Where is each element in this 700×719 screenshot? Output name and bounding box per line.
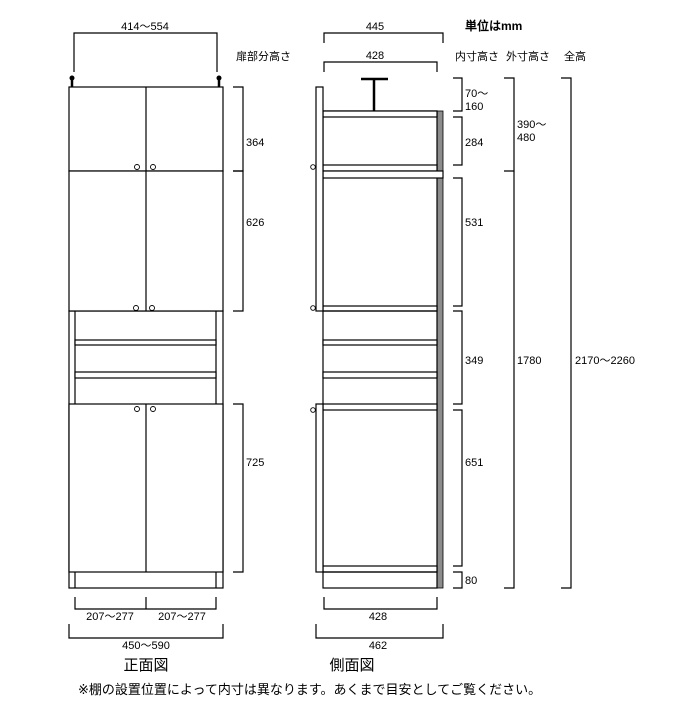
top-width-label: 414～554 [121, 21, 169, 33]
bottom-depth-outer: 462 [369, 640, 387, 652]
dimension-bracket [453, 116, 463, 166]
door-width-dimension [74, 597, 217, 610]
inner-height: 70～ [465, 88, 488, 100]
front-shelf [74, 371, 217, 379]
depth-dimension-outer [323, 32, 444, 43]
tension-pole-icon [69, 75, 222, 87]
unit-label: 単位はmm [465, 18, 522, 33]
tension-pole-icon [361, 77, 388, 111]
total-height-header: 全高 [564, 49, 586, 63]
door-width-left: 207～277 [86, 611, 134, 623]
inner-height: 284 [465, 137, 483, 149]
door-height-1: 364 [246, 137, 264, 149]
inner-height: 531 [465, 217, 483, 229]
top-depth-outer: 445 [366, 21, 384, 33]
total-width-label: 450～590 [122, 640, 170, 652]
depth-dimension-outer-bottom [315, 624, 444, 639]
inner-height: 160 [465, 101, 483, 113]
door-height-3: 725 [246, 457, 264, 469]
top-depth-inner: 428 [366, 50, 384, 62]
footnote: ※棚の設置位置によって内寸は異なります。あくまで目安としてご覧ください。 [78, 682, 541, 697]
bottom-depth-inner: 428 [369, 611, 387, 623]
outer-height: 480 [517, 132, 535, 144]
depth-dimension-inner [323, 61, 438, 72]
dimension-bracket [233, 86, 244, 172]
inner-height: 349 [465, 355, 483, 367]
dimension-bracket [504, 77, 515, 172]
top-width-dimension [73, 32, 218, 72]
side-view-title: 側面図 [329, 657, 374, 674]
inner-height-header: 内寸高さ [455, 49, 499, 63]
depth-dimension-inner-bottom [323, 597, 438, 610]
inner-height: 80 [465, 575, 477, 587]
dimension-bracket [453, 177, 463, 307]
side-carcass [322, 110, 438, 589]
door-width-right: 207～277 [158, 611, 206, 623]
dimension-bracket [453, 310, 463, 405]
total-width-dimension [68, 624, 224, 639]
back-panel [436, 110, 444, 589]
knob-icon [310, 164, 316, 413]
total-height: 2170～2260 [575, 355, 635, 367]
dimension-bracket [504, 171, 515, 589]
dimension-bracket [453, 77, 463, 112]
dimension-bracket [233, 403, 244, 573]
outer-height: 1780 [517, 355, 541, 367]
door-edge [315, 86, 324, 312]
dimension-bracket [453, 409, 463, 567]
front-shelf [74, 339, 217, 346]
dimension-bracket [561, 77, 572, 589]
outer-height-header: 外寸高さ [506, 49, 550, 63]
dimension-bracket [453, 571, 463, 589]
outer-height: 390～ [517, 119, 546, 131]
front-view-title: 正面図 [123, 657, 168, 674]
door-edge [315, 403, 324, 573]
front-view: 414～554 扉部分高さ 364 6 [68, 21, 291, 674]
inner-height: 651 [465, 457, 483, 469]
dimension-bracket [233, 170, 244, 312]
door-height-header: 扉部分高さ [236, 49, 291, 63]
door-height-2: 626 [246, 217, 264, 229]
side-view: 445 428 単位はmm 内寸高さ 外寸高さ 全高 [310, 18, 635, 674]
knob-icon [133, 164, 156, 412]
